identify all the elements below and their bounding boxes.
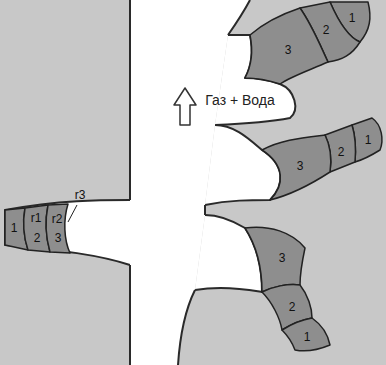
zone-number: 2	[34, 232, 41, 244]
flow-channel	[130, 0, 250, 365]
flow-arrow	[174, 88, 196, 125]
dead-end-pore	[195, 215, 262, 292]
leader-line	[68, 205, 77, 222]
zone-number: 1	[349, 12, 356, 24]
zone-number: 3	[297, 160, 304, 172]
channel-wall	[204, 205, 206, 215]
channel-wall	[129, 265, 131, 365]
zone	[46, 204, 70, 253]
flow-label: Газ + Вода	[205, 93, 275, 107]
zone-number: 2	[323, 24, 330, 36]
zone-number: 1	[304, 331, 311, 343]
radius-label: r3	[75, 189, 86, 201]
channel-wall	[228, 0, 250, 35]
channel-wall	[178, 290, 195, 365]
zone	[245, 8, 328, 84]
zone-number: 3	[55, 232, 62, 244]
zone	[282, 318, 330, 351]
channel-wall	[129, 0, 131, 200]
zone	[262, 135, 331, 200]
zone-number: 2	[289, 301, 296, 313]
zone	[245, 227, 305, 292]
dead-end-pore	[5, 200, 130, 265]
zone-number: 3	[285, 44, 292, 56]
zone-number: 1	[11, 222, 18, 234]
radius-label: r2	[52, 213, 63, 225]
zone-number: 3	[279, 252, 286, 264]
dead-end-pore	[205, 125, 280, 205]
zone-number: 2	[338, 146, 345, 158]
zone-number: 1	[365, 134, 372, 146]
radius-label: r1	[31, 212, 42, 224]
zone	[352, 118, 382, 162]
